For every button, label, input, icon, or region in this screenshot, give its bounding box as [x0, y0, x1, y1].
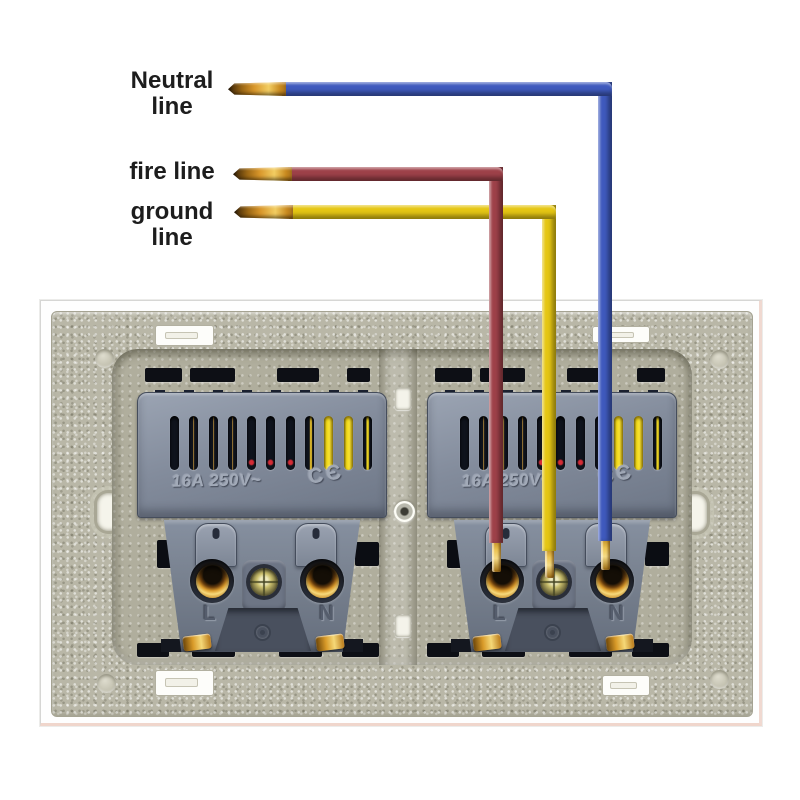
- clip-slot: [347, 368, 370, 382]
- fire-wire-horizontal: [288, 167, 503, 181]
- socket-module-left: 16A 250V~ CЄ L N: [137, 390, 387, 652]
- neutral-wire-copper-end: [601, 536, 610, 570]
- wire-label-ground: ground line: [130, 198, 214, 252]
- neutral-wire-vertical: [598, 82, 612, 541]
- live-terminal: [190, 559, 234, 603]
- vent-box: 16A 250V~ CЄ: [137, 392, 387, 518]
- side-slot-right: [645, 542, 669, 566]
- clip-slot: [190, 368, 235, 382]
- corner-hole-top-right: [710, 350, 729, 369]
- embossed-logo: [544, 624, 561, 641]
- divider-slot-top: [395, 388, 411, 410]
- corner-hole-top-left: [95, 349, 114, 368]
- neutral-label: N: [319, 602, 335, 625]
- ground-wire-copper-tip: [234, 205, 293, 219]
- neutral-wire-horizontal: [282, 82, 612, 96]
- live-label: L: [493, 602, 506, 625]
- fire-wire-vertical: [489, 167, 503, 543]
- corner-hole-bottom-right: [710, 670, 729, 689]
- terminal-screw: [195, 564, 229, 598]
- center-screw: [394, 501, 415, 522]
- neutral-label: N: [609, 602, 625, 625]
- ce-mark: CЄ: [306, 460, 346, 489]
- terminal-block: L N: [163, 520, 361, 652]
- socket-frame: 16A 250V~ CЄ L N: [40, 300, 762, 726]
- corner-hole-bottom-left: [97, 674, 116, 693]
- clip-slot: [637, 368, 665, 382]
- wire-label-fire: fire line: [129, 158, 215, 185]
- ground-wire-horizontal: [289, 205, 556, 219]
- neutral-terminal: [300, 559, 344, 603]
- neutral-terminal: [590, 559, 634, 603]
- terminal-screw: [485, 564, 519, 598]
- clip-top-left: [155, 325, 214, 346]
- ground-screw: [540, 568, 568, 596]
- side-slot-right: [355, 542, 379, 566]
- fire-wire-copper-tip: [233, 167, 292, 181]
- clip-bottom-left: [155, 670, 214, 696]
- vent-grid: [170, 416, 372, 470]
- live-terminal: [480, 559, 524, 603]
- clip-slot: [277, 368, 319, 382]
- ground-screw: [250, 568, 278, 596]
- clip-slot: [145, 368, 182, 382]
- socket-plate: 16A 250V~ CЄ L N: [51, 311, 753, 717]
- fire-wire-copper-end: [492, 538, 501, 572]
- ground-wire-copper-end: [545, 546, 554, 578]
- embossed-logo: [254, 624, 271, 641]
- vent-grid: [460, 416, 662, 470]
- wire-label-neutral: Neutral line: [130, 67, 214, 121]
- terminal-screw: [595, 564, 629, 598]
- terminal-screw: [305, 564, 339, 598]
- ground-wire-vertical: [542, 205, 556, 551]
- clip-bottom-right: [602, 675, 650, 696]
- rating-label: 16A 250V~: [171, 470, 263, 491]
- rating-label: 16A 250V~: [461, 470, 553, 491]
- clip-slot: [435, 368, 472, 382]
- divider-slot-bottom: [395, 615, 411, 637]
- live-label: L: [203, 602, 216, 625]
- neutral-wire-copper-tip: [228, 82, 286, 96]
